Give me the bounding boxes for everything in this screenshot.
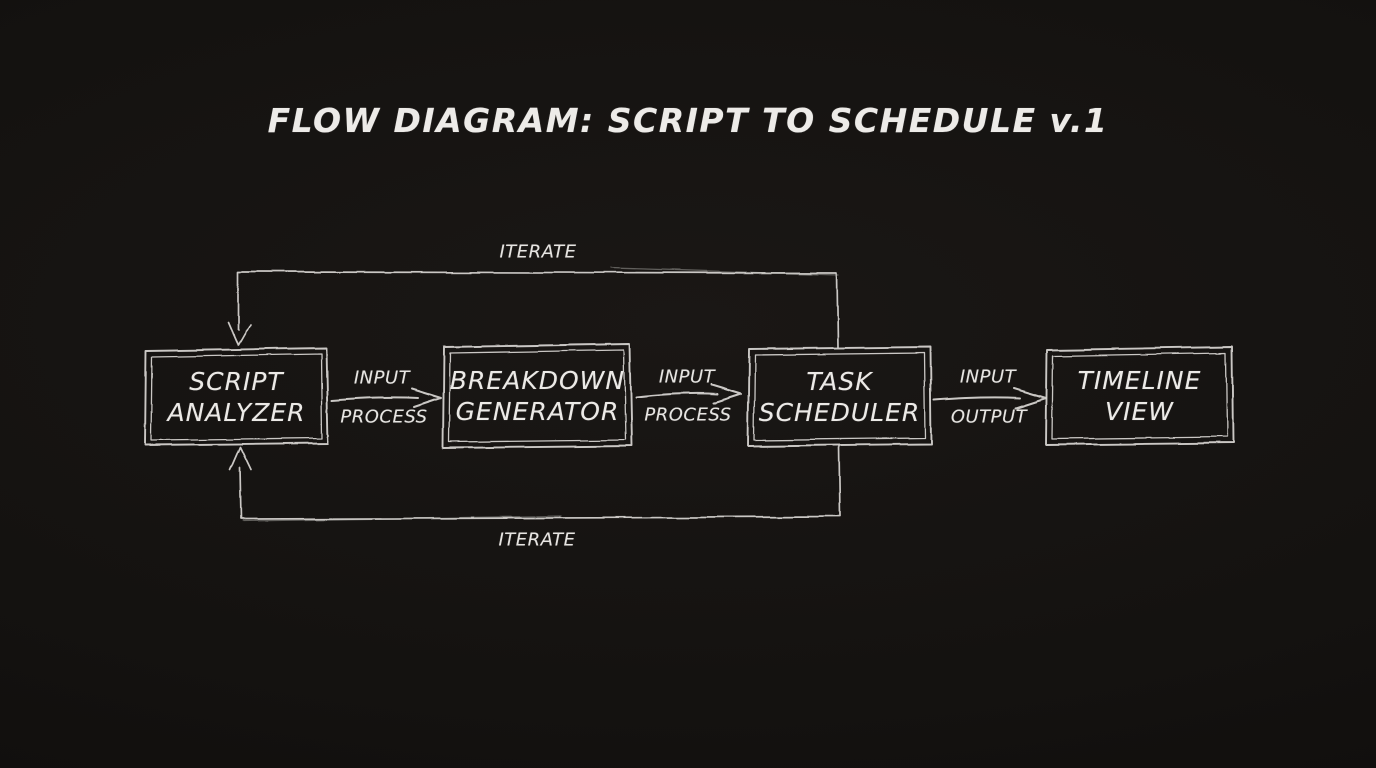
edge-analyzer-generator-shaft bbox=[331, 396, 419, 401]
edge-label-scheduler-timeline-bottom: OUTPUT bbox=[950, 406, 1028, 428]
node-breakdown-generator-box bbox=[442, 343, 633, 449]
node-timeline-view-box-inner bbox=[1051, 352, 1228, 440]
edge-label-iterate-bottom: ITERATE bbox=[498, 529, 576, 551]
diagram-title: FLOW DIAGRAM: SCRIPT TO SCHEDULE v.1 bbox=[267, 101, 1109, 140]
node-timeline-view-box bbox=[1045, 346, 1234, 446]
node-task-scheduler-box-inner bbox=[753, 352, 926, 441]
edge-analyzer-generator-arrowhead-icon bbox=[411, 388, 442, 408]
edge-generator-scheduler-shaft bbox=[635, 392, 718, 398]
edge-label-scheduler-timeline-top: INPUT bbox=[959, 366, 1017, 388]
node-label-script-analyzer: SCRIPT ANALYZER bbox=[167, 367, 306, 427]
edge-scheduler-timeline-shaft bbox=[933, 396, 1020, 401]
edge-iterate-top-path bbox=[237, 271, 839, 348]
edge-iterate-bottom-overdraw bbox=[242, 515, 561, 522]
node-label-timeline-view: TIMELINE VIEW bbox=[1077, 366, 1202, 426]
edge-label-iterate-top: ITERATE bbox=[499, 241, 577, 263]
edge-iterate-bottom-path bbox=[239, 445, 841, 520]
edge-iterate-top-arrowhead-icon bbox=[227, 321, 251, 346]
node-script-analyzer-box bbox=[144, 347, 329, 446]
edge-label-analyzer-generator-top: INPUT bbox=[353, 367, 411, 389]
edge-label-generator-scheduler-top: INPUT bbox=[658, 366, 716, 388]
edge-label-analyzer-generator-bottom: PROCESS bbox=[340, 406, 428, 428]
edge-iterate-top-overdraw bbox=[611, 267, 840, 276]
node-breakdown-generator-box-inner bbox=[448, 349, 627, 443]
node-script-analyzer-box-inner bbox=[150, 353, 323, 441]
edge-label-generator-scheduler-bottom: PROCESS bbox=[644, 404, 732, 426]
edge-iterate-bottom-arrowhead-icon bbox=[229, 446, 252, 471]
node-task-scheduler-box bbox=[747, 346, 932, 447]
node-label-task-scheduler: TASK SCHEDULER bbox=[758, 366, 921, 427]
edge-generator-scheduler-arrowhead-icon bbox=[710, 384, 742, 404]
node-label-breakdown-generator: BREAKDOWN GENERATOR bbox=[449, 366, 626, 426]
edge-scheduler-timeline-arrowhead-icon bbox=[1012, 387, 1047, 409]
